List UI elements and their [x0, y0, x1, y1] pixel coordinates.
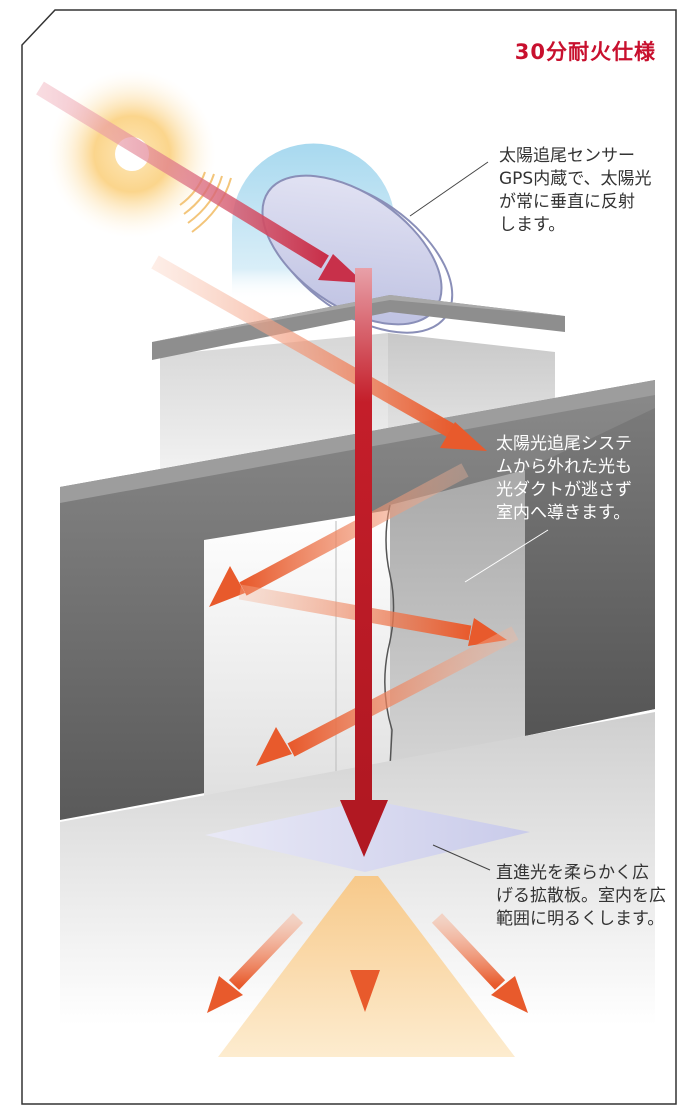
sensor-leader-line	[409, 161, 489, 217]
duct-leader-line	[464, 529, 549, 583]
duct-annotation: 太陽光追尾システ ムから外れた光も 光ダクトが逃さず 室内へ導きます。	[496, 434, 632, 523]
diffuser-annotation: 直進光を柔らかく広 げる拡散板。室内を広 範囲に明るくします。	[496, 863, 666, 929]
sensor-annotation: 太陽追尾センサー GPS内蔵で、太陽光 が常に垂直に反射 します。	[499, 146, 652, 235]
direct-sunlight-beam	[340, 268, 388, 857]
reflected-light-rays	[36, 81, 519, 766]
diffuser-leader-line	[432, 844, 491, 871]
diffused-light-rays	[207, 888, 528, 1013]
spec-title: 30分耐火仕様	[514, 40, 656, 64]
frame-border	[21, 9, 677, 1105]
